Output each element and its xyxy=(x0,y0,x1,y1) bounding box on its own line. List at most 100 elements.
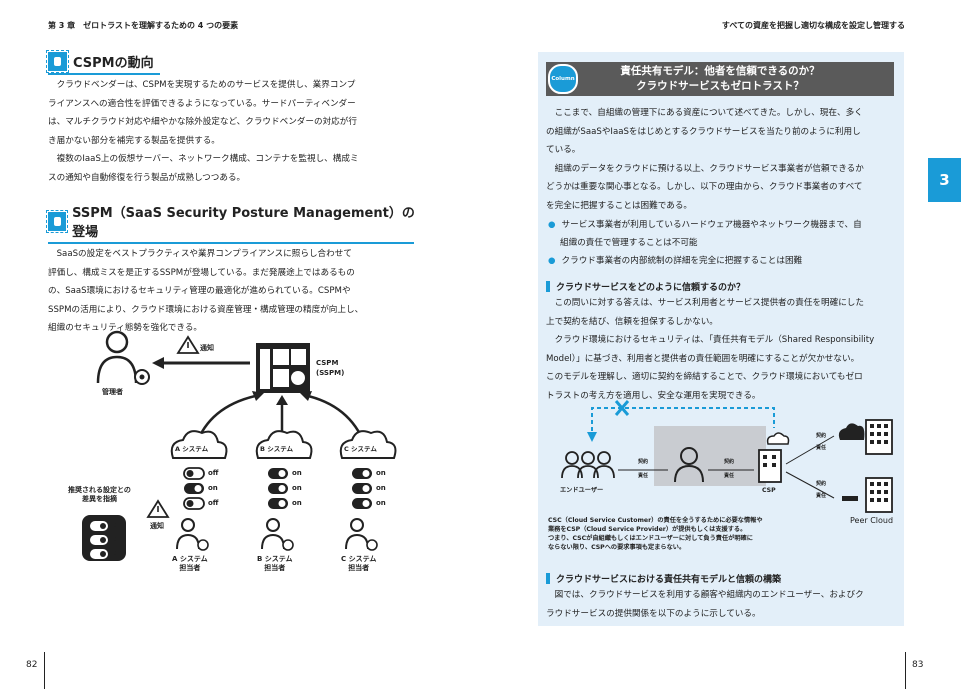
paragraph-line: の、SaaS環境におけるセキュリティ管理の最適化が進められている。CSPMや xyxy=(48,286,351,296)
column-box: 責任共有モデル：他者を信頼できるのか？ クラウドサービスもゼロトラスト？ Col… xyxy=(538,52,904,626)
column-title-line2: クラウドサービスもゼロトラスト？ xyxy=(636,80,804,92)
paragraph-line: ラウドサービスの提供関係を以下のように示している。 xyxy=(546,608,761,619)
paragraph-line: この問いに対する答えは、サービス利用者とサービス提供者の責任を明確にした xyxy=(554,298,864,308)
cross-icon xyxy=(614,400,630,416)
bullet-list: ●サービス事業者が利用しているハードウェア機器やネットワーク機器まで、自 組織の… xyxy=(548,216,862,270)
paragraph-line: 評価し、構成ミスを是正するSSPMが登場している。まだ発展途上ではあるもの xyxy=(48,267,355,278)
bullet-dot: ● xyxy=(548,256,556,266)
toggle-state: off xyxy=(208,469,219,477)
recommended-settings-panel xyxy=(82,515,126,561)
paragraph-line: クラウドベンダーは、CSPMを実現するためのサービスを提供し、業界コンプ xyxy=(56,80,356,90)
peer-cloud-building-icon-2 xyxy=(842,477,893,513)
owner-label-b: B システム 担当者 xyxy=(257,555,293,572)
recommended-label: 推奨される設定との 差異を指摘 xyxy=(68,486,131,503)
column-badge: Column xyxy=(548,64,578,94)
running-head-left: 第 3 章 ゼロトラストを理解するための 4 つの要素 xyxy=(48,21,239,30)
dashboard-icon xyxy=(256,343,310,393)
lock-icon xyxy=(45,209,69,233)
paragraph-line: スの通知や自動修復を行う製品が成熟しつつある。 xyxy=(48,172,246,183)
responsibility-label: 責任 xyxy=(724,473,735,479)
warning-icon-2 xyxy=(146,499,170,518)
cspm-diagram: 通知 管理者 CSPM (SSPM) A システム B システム C システム … xyxy=(60,325,420,585)
owner-person-icon-b xyxy=(261,518,294,551)
owner-label-c: C システム 担当者 xyxy=(341,555,377,572)
user-group-icon xyxy=(561,451,615,479)
paragraph-line: き届かない部分を補完する製品を提供する。 xyxy=(48,135,220,146)
toggle-state: on xyxy=(292,499,302,507)
section-title-text: CSPMの動向 xyxy=(73,56,154,71)
paragraph-line: 図では、クラウドサービスを利用する顧客や組織内のエンドユーザー、およびク xyxy=(554,590,864,600)
responsibility-diagram-graphics xyxy=(561,400,893,513)
paragraph-line: を完全に把握することは困難である。 xyxy=(546,200,693,211)
list-item-continuation: 組織の責任で管理することは不可能 xyxy=(560,238,698,248)
contract-label: 契約 xyxy=(638,459,649,465)
list-item: ●サービス事業者が利用しているハードウェア機器やネットワーク機器まで、自 xyxy=(548,220,862,230)
subsection-title-text: クラウドサービスをどのように信頼するのか？ xyxy=(556,283,746,293)
csp-label: CSP xyxy=(762,487,776,494)
admin-label: 管理者 xyxy=(102,388,123,396)
csp-building-icon xyxy=(758,432,790,483)
contract-label: 契約 xyxy=(724,459,735,465)
cspm-label: CSPM (SSPM) xyxy=(316,359,345,377)
cloud-icon-c xyxy=(339,430,397,459)
system-name-b: B システム xyxy=(260,445,294,453)
paragraph-line: クラウド環境におけるセキュリティは、「責任共有モデル（Shared Respon… xyxy=(554,335,875,345)
page-number-right: 83 xyxy=(912,660,924,670)
paragraph-line: ライアンスへの適合性を評価できるようになっている。サードパーティベンダー xyxy=(48,98,356,109)
toggle-column-a xyxy=(183,467,205,510)
responsibility-diagram: 契約 責任 契約 責任 契約 責任 契約 責任 エンドユーザー CSP Peer… xyxy=(544,398,900,551)
toggle-state: on xyxy=(113,535,123,543)
paragraph-line: ている。 xyxy=(546,145,581,155)
paragraph-line: 組織のデータをクラウドに預ける以上、クラウドサービス事業者が信頼できるか xyxy=(554,163,864,174)
responsibility-label: 責任 xyxy=(816,445,827,451)
paragraph-line: トラストの考え方を適用し、安全な運用を実現できる。 xyxy=(546,390,761,401)
paragraph-line: どうかは重要な関心事となる。しかし、以下の理由から、クラウド事業者のすべて xyxy=(546,182,863,192)
section-title-text: SSPM（SaaS Security Posture Management）の登… xyxy=(72,206,415,240)
warning-icon xyxy=(176,335,200,354)
cspm-diagram-graphics xyxy=(82,330,397,561)
contract-label: 契約 xyxy=(816,433,827,439)
owner-person-icon-c xyxy=(345,518,378,551)
subsection-title-text: クラウドサービスにおける責任共有モデルと信頼の構築 xyxy=(556,575,782,585)
owner-person-icon-a xyxy=(176,518,209,551)
bullet-dot: ● xyxy=(548,220,556,230)
owner-label-a: A システム 担当者 xyxy=(172,555,208,572)
page-number-left: 82 xyxy=(26,660,38,670)
system-name-c: C システム xyxy=(344,445,377,453)
peer-cloud-building-icon-1 xyxy=(838,419,893,455)
toggle-state: on xyxy=(208,484,218,492)
paragraph-line: の組織がSaaSやIaaSをはじめとするクラウドサービスを当たり前のように利用し xyxy=(546,126,861,137)
paragraph-line: Model）」に基づき、利用者と提供者の責任範囲を明確にすることが欠かせない。 xyxy=(546,353,860,364)
customer-person-icon xyxy=(674,447,704,483)
chapter-tab: 3 xyxy=(928,158,961,202)
toggle-state: on xyxy=(376,499,386,507)
running-head-right: すべての資産を把握し適切な構成を設定し管理する xyxy=(721,21,905,30)
cloud-icon-a xyxy=(170,430,228,459)
paragraph-line: 複数のIaaS上の仮想サーバー、ネットワーク構成、コンテナを監視し、構成ミ xyxy=(56,154,359,164)
toggle-state: on xyxy=(113,521,123,529)
toggle-state: off xyxy=(208,499,219,507)
cloud-icon-b xyxy=(255,430,313,459)
lock-icon xyxy=(46,50,69,73)
toggle-column-b xyxy=(268,468,288,509)
page-rule-left xyxy=(44,652,45,689)
toggle-state: on xyxy=(292,484,302,492)
diagram-caption: CSC（Cloud Service Customer）の責任を全うするために必要… xyxy=(548,516,763,552)
paragraph-line: 組織のセキュリティ態勢を強化できる。 xyxy=(48,323,203,333)
title-underline xyxy=(48,242,414,244)
system-name-a: A システム xyxy=(175,445,209,453)
responsibility-label: 責任 xyxy=(816,493,827,499)
toggle-state: on xyxy=(376,484,386,492)
caption-line: 業務をCSP（Cloud Service Provider）が提供もしくは支援す… xyxy=(548,526,747,533)
section-title: SSPM（SaaS Security Posture Management）の登… xyxy=(45,202,418,240)
subsection-title: クラウドサービスにおける責任共有モデルと信頼の構築 xyxy=(546,572,781,585)
section-sspm: SSPM（SaaS Security Posture Management）の登… xyxy=(45,202,418,338)
paragraph-line: SSPMの活用により、クラウド環境における資産管理・構成管理の精度が向上し、 xyxy=(48,304,364,315)
end-user-label: エンドユーザー xyxy=(560,487,604,494)
caption-line: CSC（Cloud Service Customer）の責任を全うするために必要… xyxy=(548,517,763,524)
toggle-state: on xyxy=(376,469,386,477)
caption-line: つまり、CSCが自組織もしくはエンドユーザーに対して負う責任が明確に xyxy=(548,535,753,542)
peer-cloud-label: Peer Cloud xyxy=(850,516,894,525)
caption-line: ならない限り、CSPへの要求事項も定まらない。 xyxy=(548,544,686,551)
list-item: ●クラウド事業者の内部統制の詳細を完全に把握することは困難 xyxy=(548,256,803,266)
